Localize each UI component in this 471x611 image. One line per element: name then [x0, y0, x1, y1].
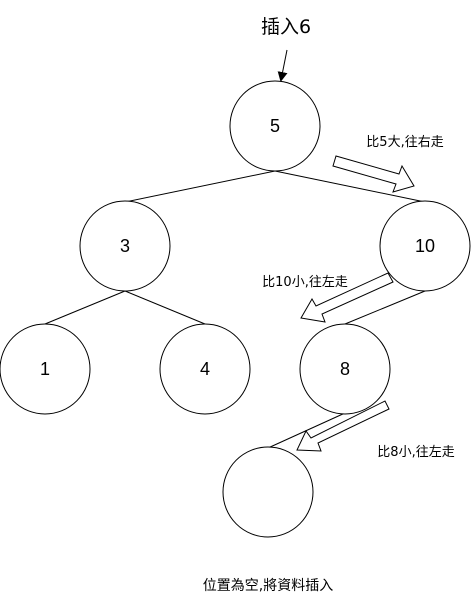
- step3-note: 比8小,往左走: [377, 445, 454, 460]
- node-4-label: 4: [200, 359, 210, 379]
- node-5: 5: [229, 80, 321, 172]
- title-text: 插入6: [261, 16, 311, 38]
- edge-10-8: [344, 290, 426, 325]
- node-empty-insert-position: [222, 446, 314, 538]
- edge-5-3: [124, 170, 276, 203]
- step2-note: 比10小,往左走: [262, 275, 348, 290]
- node-1: 1: [0, 323, 91, 415]
- edge-8-empty: [267, 412, 346, 449]
- caption-text: 位置為空,將資料插入: [203, 578, 333, 594]
- node-3-label: 3: [120, 236, 130, 256]
- edge-3-1: [44, 290, 126, 325]
- node-3: 3: [79, 200, 171, 292]
- step3-block-arrow: [296, 400, 390, 452]
- step1-block-arrow: [332, 155, 415, 193]
- node-10: 10: [379, 200, 471, 292]
- node-10-label: 10: [415, 236, 435, 256]
- node-8-label: 8: [340, 359, 350, 379]
- insert-pointer-arrow: [277, 49, 288, 82]
- node-8: 8: [299, 323, 391, 415]
- node-4: 4: [159, 323, 251, 415]
- step1-note: 比5大,往右走: [366, 135, 443, 150]
- node-5-label: 5: [270, 116, 280, 136]
- edge-5-10: [274, 170, 426, 203]
- edge-3-4: [124, 290, 206, 325]
- node-1-label: 1: [40, 359, 50, 379]
- step2-block-arrow: [300, 272, 394, 323]
